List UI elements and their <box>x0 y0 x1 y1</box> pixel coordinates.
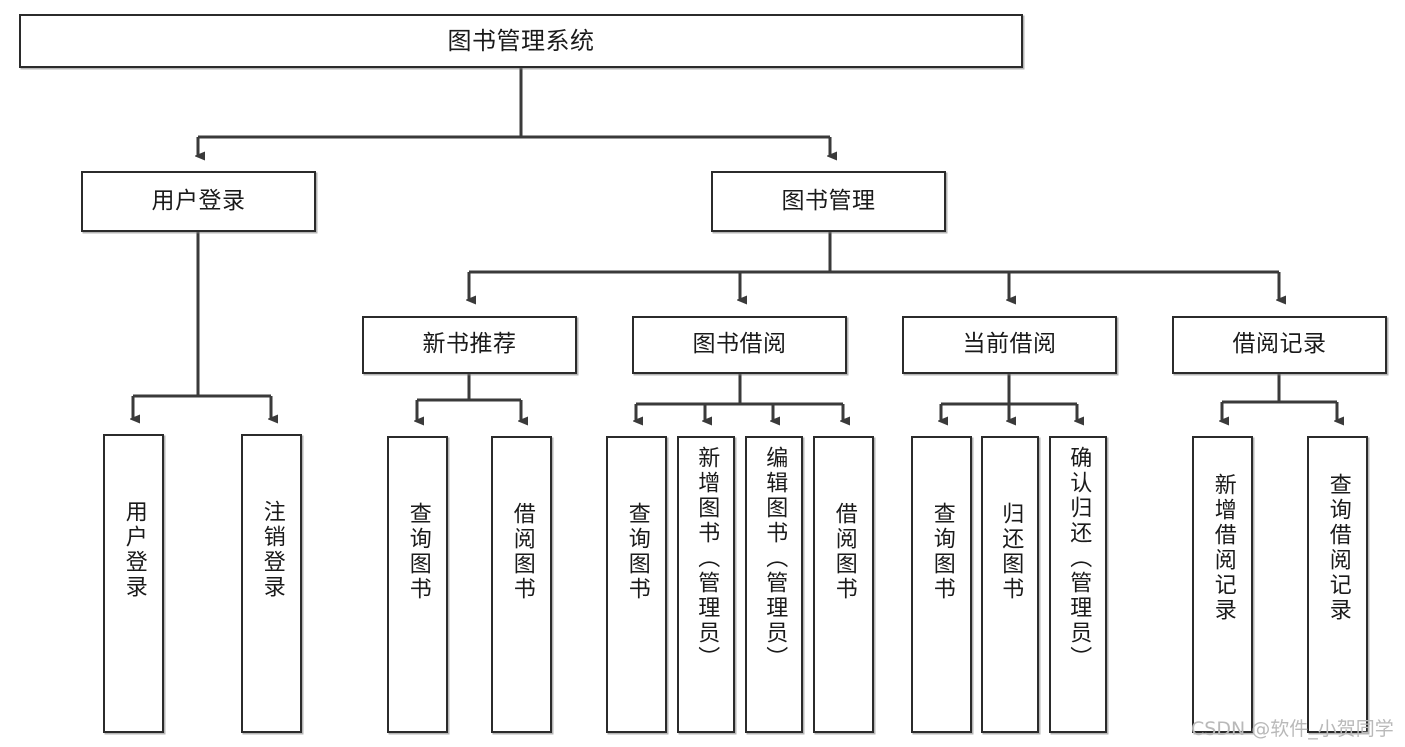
leaf-query-book-3[interactable]: 查询图书 <box>911 436 972 733</box>
node-label: 借阅图书 <box>509 502 535 602</box>
leaf-return-book[interactable]: 归还图书 <box>981 436 1039 733</box>
node-new-book-recommend[interactable]: 新书推荐 <box>362 316 577 374</box>
node-label: 新增图书（管理员） <box>694 446 720 671</box>
csdn-watermark: CSDN @软件_小贺同学 <box>1191 718 1394 740</box>
node-label: 图书借阅 <box>692 331 787 358</box>
node-label: 新书推荐 <box>422 331 517 358</box>
node-label: 借阅图书 <box>831 502 857 602</box>
node-label: 当前借阅 <box>962 331 1057 358</box>
node-label: 编辑图书（管理员） <box>762 446 788 671</box>
leaf-edit-book-admin[interactable]: 编辑图书（管理员） <box>745 436 803 733</box>
leaf-borrow-book-1[interactable]: 借阅图书 <box>491 436 552 733</box>
node-root-book-management-system[interactable]: 图书管理系统 <box>19 14 1023 68</box>
node-label: 图书管理系统 <box>447 26 595 55</box>
node-label: 查询图书 <box>624 502 650 602</box>
leaf-add-borrow-record[interactable]: 新增借阅记录 <box>1192 436 1253 733</box>
leaf-confirm-return-admin[interactable]: 确认归还（管理员） <box>1049 436 1107 733</box>
node-label: 确认归还（管理员） <box>1066 446 1092 671</box>
leaf-query-book-2[interactable]: 查询图书 <box>606 436 667 733</box>
node-label: 图书管理 <box>781 187 876 214</box>
node-label: 查询借阅记录 <box>1325 473 1351 623</box>
leaf-query-borrow-record[interactable]: 查询借阅记录 <box>1307 436 1368 733</box>
node-label: 查询图书 <box>929 502 955 602</box>
leaf-logout[interactable]: 注销登录 <box>241 434 302 733</box>
node-label: 归还图书 <box>998 502 1024 602</box>
node-current-borrow[interactable]: 当前借阅 <box>902 316 1117 374</box>
node-book-borrow[interactable]: 图书借阅 <box>632 316 847 374</box>
node-label: 用户登录 <box>121 500 147 600</box>
node-label: 用户登录 <box>151 187 246 214</box>
leaf-query-book-1[interactable]: 查询图书 <box>387 436 448 733</box>
leaf-add-book-admin[interactable]: 新增图书（管理员） <box>677 436 735 733</box>
node-label: 查询图书 <box>405 502 431 602</box>
node-label: 新增借阅记录 <box>1210 473 1236 623</box>
node-label: 借阅记录 <box>1232 331 1327 358</box>
node-borrow-record[interactable]: 借阅记录 <box>1172 316 1387 374</box>
node-label: 注销登录 <box>259 500 285 600</box>
leaf-user-login[interactable]: 用户登录 <box>103 434 164 733</box>
node-user-login[interactable]: 用户登录 <box>81 171 316 232</box>
leaf-borrow-book-2[interactable]: 借阅图书 <box>813 436 874 733</box>
node-book-management[interactable]: 图书管理 <box>711 171 946 232</box>
